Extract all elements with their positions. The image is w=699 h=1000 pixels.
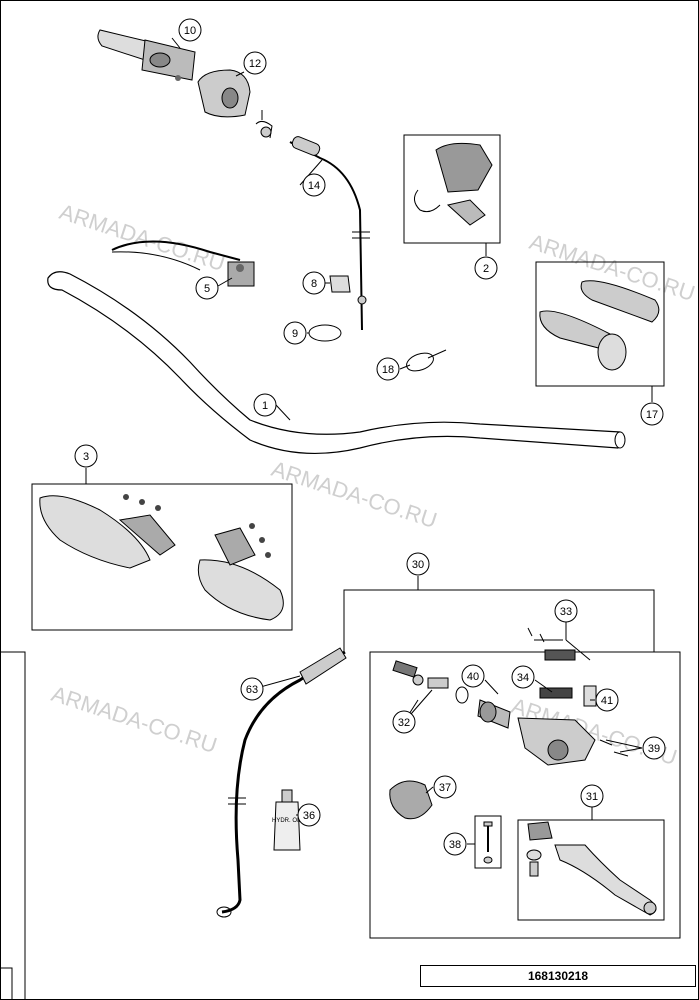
box-part-30 (343, 589, 655, 652)
part-master-cylinder-parts (392, 627, 629, 766)
svg-text:33: 33 (560, 606, 572, 618)
part-reservoir-cap (389, 780, 433, 820)
frame-corner-box (0, 967, 13, 1000)
part-brake-hose (216, 647, 347, 918)
svg-text:12: 12 (249, 58, 261, 70)
svg-text:1: 1 (262, 400, 268, 412)
callout-14: 14 (302, 173, 326, 197)
part-handlebar (47, 271, 626, 455)
callout-9: 9 (283, 321, 307, 345)
box-part-3 (31, 483, 293, 631)
part-clip (329, 275, 351, 293)
frame-step (0, 651, 26, 999)
svg-text:9: 9 (292, 328, 298, 340)
part-cable-tie (406, 349, 447, 372)
callout-36: 36 (297, 803, 321, 827)
svg-text:30: 30 (412, 559, 424, 571)
callout-8: 8 (302, 271, 326, 295)
callout-63: 63 (240, 677, 264, 701)
svg-text:5: 5 (204, 283, 210, 295)
box-part-2 (403, 134, 501, 244)
part-lever-assembly (111, 240, 255, 287)
callout-40: 40 (461, 664, 485, 688)
callout-33: 33 (554, 599, 578, 623)
watermark-1: ARMADA-CO.RU (56, 199, 228, 276)
callout-38: 38 (443, 832, 467, 856)
part-o-ring (308, 324, 342, 342)
svg-text:10: 10 (184, 25, 196, 37)
callout-37: 37 (433, 775, 457, 799)
watermark-4: ARMADA-CO.RU (48, 681, 220, 758)
callout-31: 31 (580, 784, 604, 808)
box-part-30-lower (369, 651, 681, 939)
callout-34: 34 (511, 665, 535, 689)
svg-text:14: 14 (308, 180, 320, 192)
callout-17: 17 (640, 402, 664, 426)
svg-text:41: 41 (601, 695, 613, 707)
part-hand-guards (39, 494, 284, 621)
callout-10: 10 (178, 18, 202, 42)
callout-18: 18 (376, 357, 400, 381)
box-part-17 (535, 261, 665, 387)
part-throttle-cover (197, 69, 251, 118)
callout-32: 32 (392, 710, 416, 734)
callout-41: 41 (595, 688, 619, 712)
svg-text:2: 2 (483, 263, 489, 275)
callouts: 10 12 14 2 5 8 9 18 1 17 3 30 33 40 34 4… (74, 18, 666, 856)
svg-text:18: 18 (382, 364, 394, 376)
callout-39: 39 (642, 736, 666, 760)
callout-5: 5 (195, 276, 219, 300)
part-grips (539, 280, 660, 371)
svg-text:31: 31 (586, 791, 598, 803)
part-bolt (483, 821, 493, 864)
callout-1: 1 (253, 393, 277, 417)
svg-text:39: 39 (648, 743, 660, 755)
document-number: 168130218 (420, 965, 696, 987)
part-throttle-cable (255, 110, 370, 331)
part-throttle-grip (97, 29, 196, 81)
callout-2: 2 (474, 256, 498, 280)
svg-text:63: 63 (246, 684, 258, 696)
part-switch (414, 142, 493, 226)
svg-text:34: 34 (517, 672, 529, 684)
svg-text:3: 3 (83, 451, 89, 463)
part-brake-lever (526, 821, 657, 916)
fluid-bottle-label: HYDR. OIL (272, 818, 303, 824)
svg-text:38: 38 (449, 839, 461, 851)
svg-text:37: 37 (439, 782, 451, 794)
svg-text:17: 17 (646, 409, 658, 421)
svg-text:36: 36 (303, 810, 315, 822)
callout-12: 12 (243, 51, 267, 75)
callout-30: 30 (406, 552, 430, 576)
svg-text:8: 8 (311, 278, 317, 290)
watermark-3: ARMADA-CO.RU (268, 456, 440, 533)
box-part-31 (517, 819, 665, 921)
box-part-38 (474, 815, 502, 869)
svg-text:40: 40 (467, 671, 479, 683)
part-fluid-bottle: HYDR. OIL (272, 789, 303, 851)
svg-text:32: 32 (398, 717, 410, 729)
callout-3: 3 (74, 444, 98, 468)
